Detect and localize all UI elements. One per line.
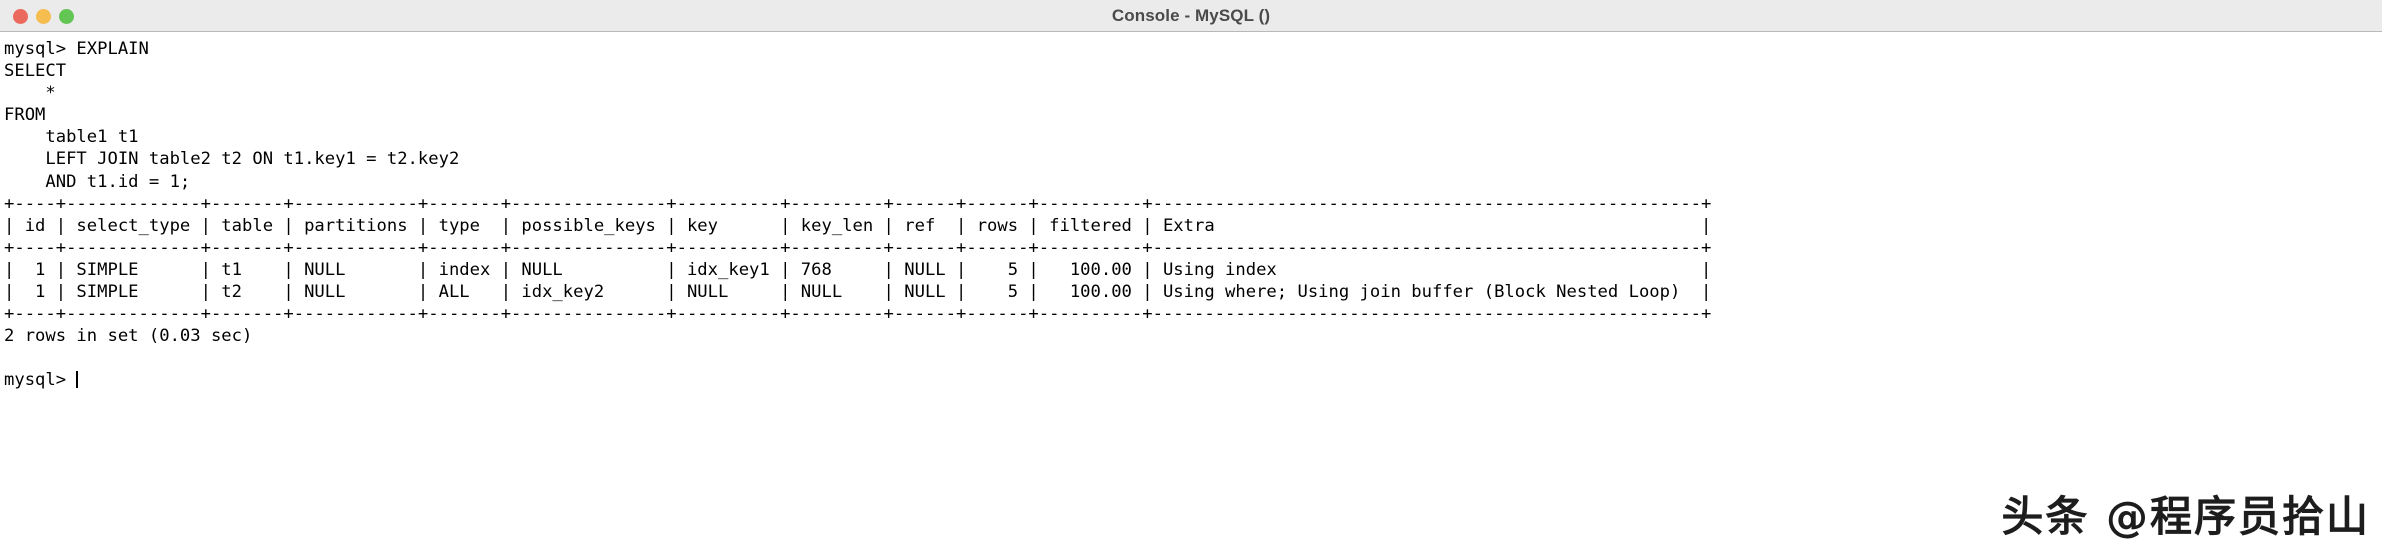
text-cursor <box>76 371 79 389</box>
minimize-window-button[interactable] <box>36 8 51 24</box>
console-output: mysql> EXPLAIN SELECT * FROM table1 t1 L… <box>4 39 1712 391</box>
close-window-button[interactable] <box>13 8 28 24</box>
zoom-window-button[interactable] <box>59 8 74 24</box>
window-titlebar: Console - MySQL () <box>0 0 2382 32</box>
window-controls <box>13 0 74 32</box>
window-title: Console - MySQL () <box>1111 5 1271 25</box>
watermark: 头条 @程序员拾山 <box>2001 492 2370 541</box>
terminal-body[interactable]: mysql> EXPLAIN SELECT * FROM table1 t1 L… <box>0 32 2382 556</box>
